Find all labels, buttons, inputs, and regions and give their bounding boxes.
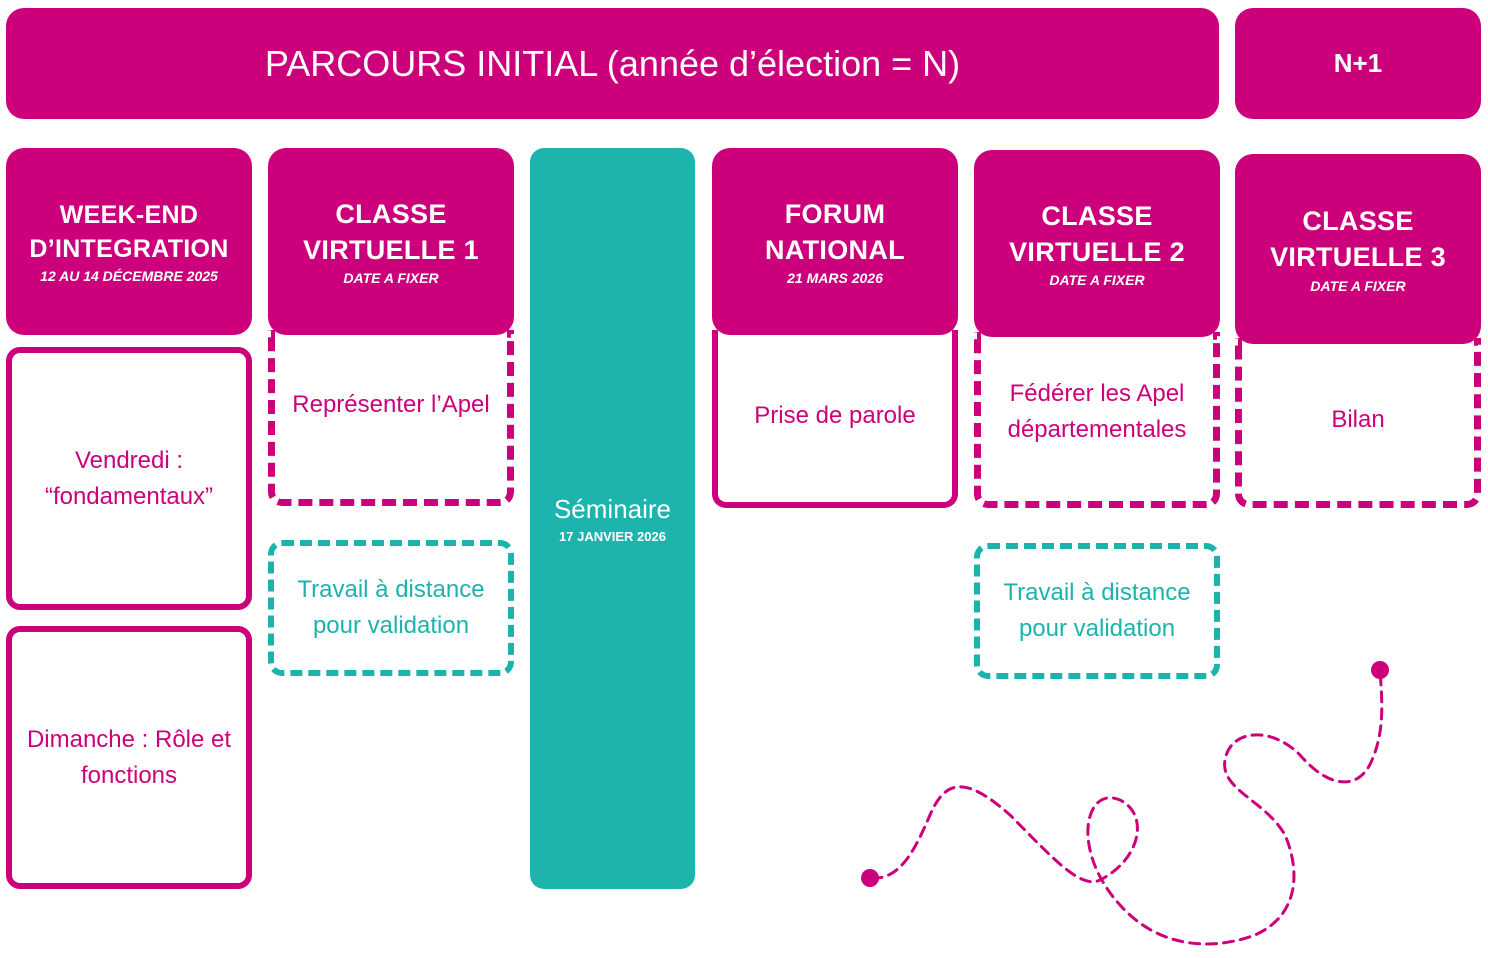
national-forum-topic: Prise de parole xyxy=(754,402,916,429)
national-forum-date: 21 MARS 2026 xyxy=(787,270,883,287)
virtual-class-3-date: DATE A FIXER xyxy=(1310,277,1406,294)
integration-weekend-date: 12 AU 14 DÉCEMBRE 2025 xyxy=(40,268,218,285)
virtual-class-1-date: DATE A FIXER xyxy=(343,270,439,287)
integration-weekend-title: WEEK-END D’INTEGRATION xyxy=(29,200,229,263)
banner-initial-path-label: PARCOURS INITIAL (année d’élection = N) xyxy=(264,42,961,84)
virtual-class-3-title: CLASSE VIRTUELLE 3 xyxy=(1270,206,1446,272)
virtual-class-1-topic: Représenter l’Apel xyxy=(292,390,490,418)
national-forum-header: FORUM NATIONAL 21 MARS 2026 xyxy=(712,148,958,335)
national-forum-title: FORUM NATIONAL xyxy=(765,198,905,265)
banner-initial-path: PARCOURS INITIAL (année d’élection = N) xyxy=(6,8,1219,119)
virtual-class-2-header: CLASSE VIRTUELLE 2 DATE A FIXER xyxy=(974,150,1220,337)
virtual-class-2-date: DATE A FIXER xyxy=(1049,272,1145,289)
virtual-class-1-remote: Travail à distance pour validation xyxy=(297,576,485,639)
sunday-session-label: Dimanche : Rôle et fonctions xyxy=(26,725,232,789)
virtual-class-1-remote-box: Travail à distance pour validation xyxy=(268,540,514,676)
banner-next-year-label: N+1 xyxy=(1333,48,1383,78)
seminar-bar: Séminaire 17 JANVIER 2026 xyxy=(530,148,695,889)
national-forum-topic-box: Prise de parole xyxy=(712,330,958,508)
virtual-class-1-title: CLASSE VIRTUELLE 1 xyxy=(303,198,479,265)
virtual-class-2-topic-box: Fédérer les Apel départementales xyxy=(974,332,1220,508)
virtual-class-2-remote: Travail à distance pour validation xyxy=(1003,579,1191,642)
virtual-class-3-header: CLASSE VIRTUELLE 3 DATE A FIXER xyxy=(1235,154,1481,344)
virtual-class-1-header: CLASSE VIRTUELLE 1 DATE A FIXER xyxy=(268,148,514,335)
virtual-class-3-topic-box: Bilan xyxy=(1235,338,1481,508)
seminar-date: 17 JANVIER 2026 xyxy=(559,529,666,544)
virtual-class-1-topic-box: Représenter l’Apel xyxy=(268,330,514,506)
friday-session-box: Vendredi : “fondamentaux” xyxy=(6,347,252,610)
integration-weekend-header: WEEK-END D’INTEGRATION 12 AU 14 DÉCEMBRE… xyxy=(6,148,252,335)
virtual-class-2-topic: Fédérer les Apel départementales xyxy=(1007,379,1187,443)
sunday-session-box: Dimanche : Rôle et fonctions xyxy=(6,626,252,889)
dashed-path-icon xyxy=(861,661,1389,946)
virtual-class-2-title: CLASSE VIRTUELLE 2 xyxy=(1009,200,1185,267)
seminar-title: Séminaire xyxy=(553,494,672,524)
friday-session-label: Vendredi : “fondamentaux” xyxy=(44,446,214,510)
virtual-class-2-remote-box: Travail à distance pour validation xyxy=(974,543,1220,679)
banner-next-year: N+1 xyxy=(1235,8,1481,119)
virtual-class-3-topic: Bilan xyxy=(1331,405,1385,433)
